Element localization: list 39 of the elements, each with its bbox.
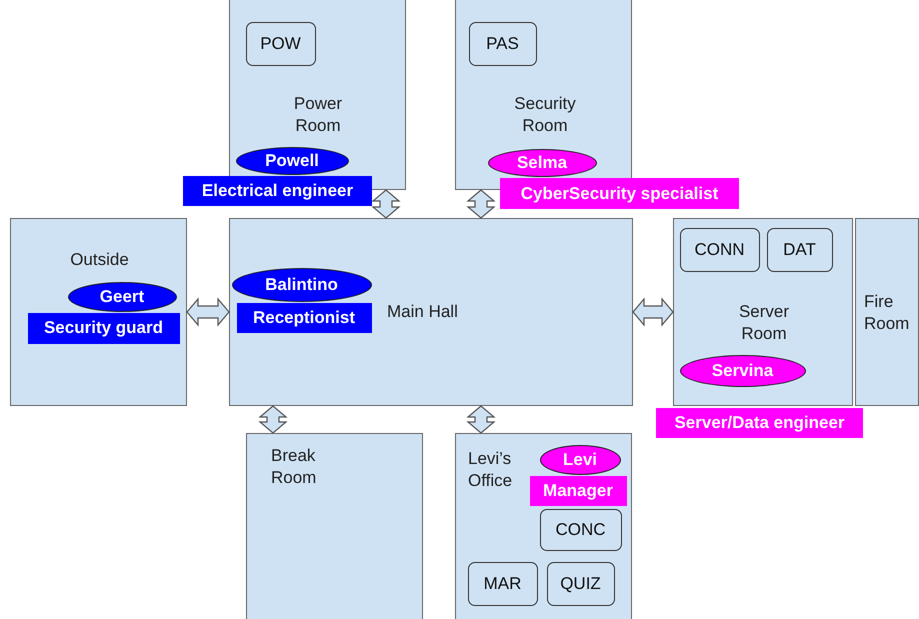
role-tag: Receptionist	[236, 302, 372, 332]
name-ellipse: Servina	[680, 354, 806, 386]
room-box	[10, 218, 187, 406]
role-tag: Electrical engineer	[183, 176, 372, 206]
room-box	[855, 218, 919, 406]
double-arrow	[186, 297, 230, 327]
labeled-box: CONN	[680, 228, 760, 272]
labeled-box: POW	[246, 22, 316, 66]
labeled-box: CONC	[540, 508, 622, 550]
room-name: Server Room	[738, 301, 790, 345]
name-ellipse: Powell	[236, 146, 348, 174]
labeled-box: MAR	[468, 562, 538, 606]
labeled-box: DAT	[766, 228, 832, 272]
name-ellipse: Levi	[540, 444, 620, 474]
role-tag: Security guard	[28, 312, 180, 344]
labeled-box: QUIZ	[546, 562, 614, 606]
double-arrow	[371, 189, 401, 219]
name-ellipse: Geert	[68, 282, 176, 312]
role-tag: Server/Data engineer	[656, 408, 863, 438]
room-name: Fire Room	[864, 291, 910, 335]
room-name: Security Room	[513, 93, 577, 137]
room-box	[455, 433, 632, 619]
room-box	[229, 218, 633, 406]
role-tag: Manager	[530, 476, 626, 506]
room-box	[673, 218, 853, 406]
double-arrow	[632, 297, 674, 327]
room-box	[246, 433, 423, 619]
role-tag: CyberSecurity specialist	[500, 178, 739, 209]
room-name: Levi’s Office	[468, 448, 514, 492]
room-name: Main Hall	[387, 301, 459, 323]
room-name: Power Room	[292, 93, 344, 137]
name-ellipse: Selma	[488, 148, 596, 176]
double-arrow	[258, 405, 288, 434]
name-ellipse: Balintino	[232, 268, 372, 302]
room-name: Outside	[69, 249, 130, 271]
double-arrow	[466, 189, 496, 219]
room-name: Break Room	[271, 445, 318, 489]
double-arrow	[466, 405, 496, 434]
labeled-box: PAS	[468, 22, 536, 66]
